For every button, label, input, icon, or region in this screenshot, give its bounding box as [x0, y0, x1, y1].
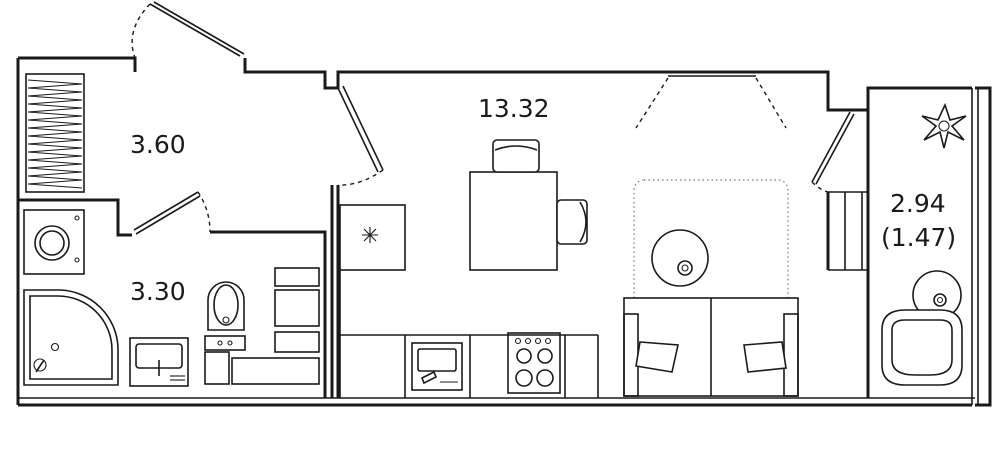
room-area-balcony: 2.94: [890, 189, 946, 218]
entrance-door: [131, 1, 245, 59]
room-area-bathroom: 3.30: [130, 277, 186, 306]
hallway-studio-door: [337, 85, 384, 186]
sink: [129, 337, 189, 387]
balcony-table: [912, 270, 962, 320]
window: [635, 71, 787, 129]
bathroom-door: [133, 191, 211, 235]
toilet: [204, 281, 246, 385]
sofa: [623, 297, 799, 397]
washing-machine: [23, 209, 85, 275]
rug: [633, 179, 789, 381]
round-table: [651, 229, 709, 287]
room-area-hallway: 3.60: [130, 130, 186, 159]
room-reduced-area-balcony: (1.47): [881, 223, 956, 252]
internal-walls: [18, 110, 870, 398]
chair-top: [492, 139, 540, 173]
chair-right: [556, 199, 588, 245]
bathroom-shelving: [231, 267, 320, 385]
kitchen-counter: [339, 204, 599, 398]
kitchen-sink: [411, 342, 463, 391]
balcony-plant: [921, 102, 967, 149]
room-area-studio: 13.32: [478, 94, 550, 123]
balcony-chair: [881, 309, 963, 386]
dining-table: [469, 171, 558, 271]
balcony-door: [811, 111, 855, 193]
wardrobe: [25, 73, 85, 193]
shower-tray: [23, 289, 119, 386]
cooktop: [507, 332, 561, 394]
